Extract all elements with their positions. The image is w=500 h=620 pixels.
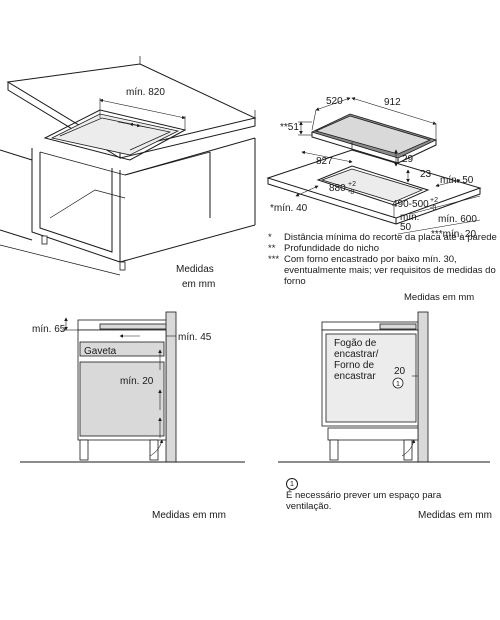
dim-min-50-bottom-line2: 50: [400, 222, 412, 233]
bl-leg-left: [79, 439, 89, 461]
dim-912: 912: [384, 97, 401, 108]
ventilation-marker-num: 1: [396, 381, 400, 388]
units-tr: Medidas em mm: [404, 292, 475, 303]
units-tl-line1: Medidas: [176, 264, 214, 275]
hob-front-edge: [311, 132, 399, 164]
tr-notes: * Distância mínima do recorte da placa a…: [268, 232, 498, 287]
plan-cutout-inner: [320, 168, 424, 203]
dim-490-sub: -0: [430, 205, 436, 212]
floor-line: [119, 224, 256, 263]
cutout-arrow-left: [129, 122, 151, 129]
dim-min-820: mín. 820: [126, 87, 165, 98]
vent-note-text: É necessário prever um espaço para venti…: [286, 490, 442, 512]
cabinet-front: [31, 148, 121, 263]
dim-490-sup: +2: [430, 197, 438, 204]
dim-912-line: [351, 97, 437, 125]
br-hob: [379, 323, 417, 330]
dim-820-line: [99, 98, 186, 120]
br-leg-left: [329, 439, 339, 461]
hob-dimensions: 520 912 **51 827 29 23 mín. 50 880 +2 -: [266, 96, 482, 240]
note-1: * Distância mínima do recorte da placa a…: [268, 232, 498, 243]
dim-min-50-bottom-line1: mín.: [400, 212, 419, 223]
dim-min-45: mín. 45: [178, 332, 212, 343]
br-plinth: [327, 427, 419, 441]
cabinet-top-rail: [39, 151, 211, 176]
dim-min-50-right: mín. 50: [440, 175, 474, 186]
note-2-mark: **: [268, 243, 276, 254]
plan-cutout: [316, 165, 430, 206]
airflow-arrow-curve: [149, 439, 164, 457]
dim-20-br: 20: [394, 366, 406, 377]
countertop-plan-front: [267, 178, 397, 225]
dim-min-50-right-line: [435, 178, 461, 188]
countertop-plan-side: [395, 188, 481, 225]
dim-520: 520: [326, 96, 343, 107]
dim-490-500: 490-500: [392, 199, 429, 210]
bl-hob: [99, 323, 169, 330]
units-tl-line2: em mm: [182, 279, 215, 290]
dim-827: 827: [316, 156, 333, 167]
cutout-inner: [50, 113, 180, 156]
oven-label-line3: Forno de: [334, 360, 374, 371]
countertop-right-edge: [119, 118, 256, 159]
dim-827-line: [301, 150, 353, 164]
countertop-front-edge: [7, 82, 121, 159]
dim-min-600-line: [409, 195, 481, 215]
ventilation-marker: [392, 377, 404, 389]
ventilation-note: 1 É necessário prever um espaço para ven…: [286, 478, 456, 512]
units-br: Medidas em mm: [418, 510, 492, 521]
left-cabinet-line: [0, 149, 33, 161]
countertop-perspective: mín. 820 Medidas em mm: [0, 56, 257, 290]
vent-note-marker: 1: [286, 478, 298, 490]
dim-51: **51: [280, 122, 299, 133]
drawer-label: Gaveta: [84, 346, 117, 357]
dim-min-40: *mín. 40: [270, 203, 308, 214]
hob-inner-glass: [314, 115, 432, 155]
dim-23: 23: [420, 169, 432, 180]
note-3: *** Com forno encastrado por baixo mín. …: [268, 254, 498, 287]
left-base-line: [0, 229, 33, 241]
br-airflow-arrow: [401, 439, 416, 457]
br-oven: [325, 333, 417, 423]
dim-min-20-line: [397, 219, 481, 235]
note-3-mark: ***: [268, 254, 280, 265]
foot-right: [119, 261, 126, 271]
note-1-mark: *: [268, 232, 272, 243]
floor-front-line: [0, 244, 121, 276]
br-leg-right: [403, 439, 413, 461]
cabinet-inner: [39, 152, 113, 253]
dim-min-65: mín. 65: [32, 324, 66, 335]
dim-880: 880: [329, 183, 346, 194]
bl-drawer: [79, 341, 165, 357]
oven-label-line2: encastrar/: [334, 349, 379, 360]
dim-min-40-line: [295, 185, 319, 197]
note-2: ** Profundidade do nicho: [268, 243, 498, 254]
oven-label-line1: Fogão de: [334, 338, 377, 349]
bl-cabinet-door: [79, 361, 165, 437]
dim-29: 29: [402, 154, 414, 165]
dim-min-20: ***mín. 20: [431, 229, 476, 240]
hob-side-edge: [397, 140, 437, 164]
note-1-text: Distância mínima do recorte da placa até…: [284, 232, 497, 243]
foot-left: [41, 235, 48, 245]
oven-label-line4: encastrar: [334, 371, 376, 382]
dim-880-sup: +2: [348, 181, 356, 188]
cabinet-shelf: [49, 189, 126, 219]
note-2-text: Profundidade do nicho: [284, 243, 380, 254]
units-bl: Medidas em mm: [152, 510, 226, 521]
bl-leg-right: [149, 439, 159, 461]
dim-520-ext: [311, 109, 317, 131]
note-3-text: Com forno encastrado por baixo mín. 30, …: [284, 254, 496, 287]
dim-880-sub: -0: [348, 189, 354, 196]
dim-min-20-bl: mín. 20: [120, 376, 154, 387]
oven-section: Fogão de encastrar/ Forno de encastrar 2…: [278, 311, 492, 521]
br-wall: [417, 311, 429, 463]
bl-wall: [165, 311, 177, 463]
drawer-section: Gaveta mín. 65 mín. 45 mín. 20 Medidas e…: [20, 311, 245, 521]
dim-520-line: [315, 97, 351, 111]
dim-min-600: mín. 600: [438, 214, 477, 225]
right-cabinet-top: [124, 137, 256, 176]
